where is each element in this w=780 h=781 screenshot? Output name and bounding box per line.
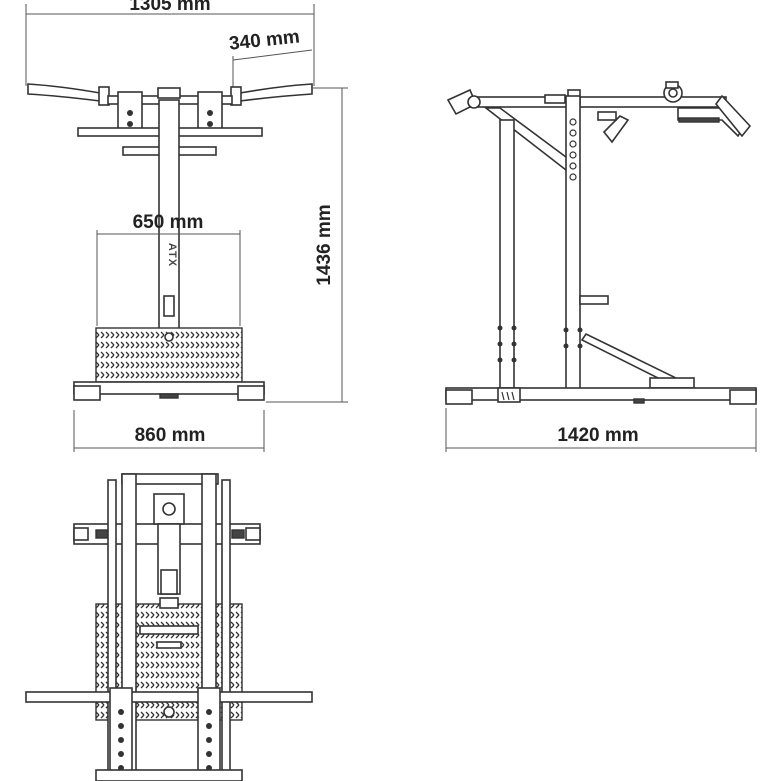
dimension-340: 340 mm — [228, 26, 313, 90]
dimension-860: 860 mm — [73, 410, 265, 452]
top-center-lever — [139, 493, 199, 649]
front-platform — [73, 327, 265, 401]
dimension-label-650: 650 mm — [133, 212, 204, 233]
dimension-label-860: 860 mm — [135, 425, 206, 446]
front-view: 1305 mm 340 mm — [25, 0, 348, 452]
side-rear-upright — [497, 119, 517, 391]
dimension-1420: 1420 mm — [445, 408, 757, 452]
dimension-label-1305: 1305 mm — [129, 0, 210, 15]
dimension-label-1436: 1436 mm — [314, 204, 335, 285]
dimension-1305: 1305 mm — [25, 0, 315, 86]
side-platform — [649, 377, 695, 389]
dimension-label-1420: 1420 mm — [557, 425, 638, 446]
side-diagonal-strut — [483, 107, 571, 172]
side-base — [445, 387, 757, 405]
dimension-label-340: 340 mm — [228, 26, 301, 54]
dimension-650: 650 mm — [96, 212, 241, 326]
top-base — [95, 769, 243, 781]
brand-mark: ATX — [166, 243, 178, 267]
dimension-1436: 1436 mm — [266, 87, 348, 403]
side-lever-arm — [446, 81, 752, 144]
side-view: 1420 mm — [445, 81, 757, 452]
top-view — [25, 473, 313, 781]
top-handles — [25, 687, 313, 779]
